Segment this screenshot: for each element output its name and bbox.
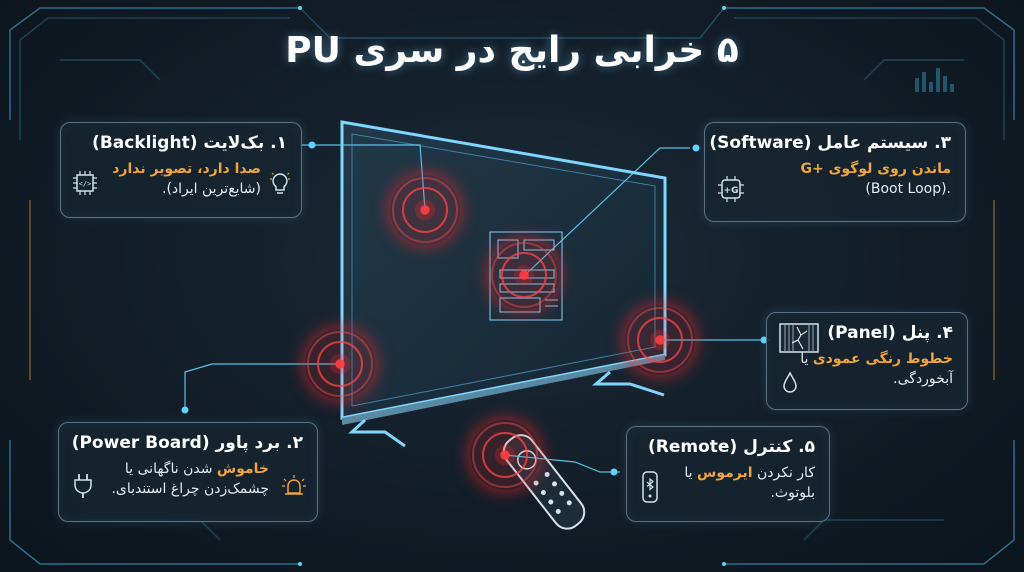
card-power-board: ۲. برد پاور (Power Board) خاموش شدن ناگه… [58,422,318,522]
card-line: ماندن روی لوگوی +G [800,161,951,177]
card-title: ۳. سیستم عامل (Software) [709,133,951,153]
card-line: چشمک‌زدن چراغ استندبای. [111,481,269,497]
card-line-part: یا [684,465,697,481]
card-backlight: ۱. بک‌لایت (Backlight) صدا دارد، تصویر ن… [60,122,302,218]
frame-glow-dots [298,6,726,566]
water-drop-icon [783,371,797,393]
card-remote: ۵. کنترل (Remote) کار نکردن ایرموس یا بل… [626,426,830,522]
bluetooth-remote-icon [642,471,658,503]
hotspot-panel [625,305,695,375]
card-line-rest: شدن ناگهانی یا [124,461,217,477]
card-title: ۴. پنل (Panel) [827,323,953,343]
hotspot-backlight [390,175,460,245]
cracked-screen-icon [779,323,819,353]
card-title: ۵. کنترل (Remote) [648,437,815,457]
card-title: ۱. بک‌لایت (Backlight) [92,133,287,153]
card-line: بلوتوث. [770,485,815,501]
card-line-rest: یا [800,351,813,367]
card-line-highlight: خطوط رنگی عمودی [812,351,953,367]
hotspot-power [305,329,375,399]
card-title: ۲. برد پاور (Power Board) [71,433,303,453]
g-plus-chip-icon: G+ [718,176,744,202]
hotspot-software [489,240,559,310]
lightbulb-icon [270,172,290,194]
frame-bars [915,68,954,92]
svg-text:G+: G+ [724,186,739,196]
card-line: (شایع‌ترین ایراد). [162,181,261,197]
svg-text:</>: </> [79,180,92,188]
plug-icon [74,474,92,498]
card-line-part: کار نکردن [752,465,815,481]
page-title: ۵ خرابی رایج در سری PU [285,30,739,71]
hotspot-remote [470,420,540,490]
card-line-highlight: ایرموس [697,465,753,481]
warning-light-icon [282,475,306,495]
card-line-highlight: خاموش [216,461,269,477]
card-line: صدا دارد، تصویر ندارد [112,161,261,177]
card-line: آبخوردگی. [893,371,953,387]
chip-icon: </> [73,171,97,195]
card-software: ۳. سیستم عامل (Software) ماندن روی لوگوی… [704,122,966,222]
connector-dots [181,141,768,476]
card-panel: ۴. پنل (Panel) خطوط رنگی عمودی یا آبخورد… [766,312,968,410]
card-line: (Boot Loop). [865,181,951,197]
